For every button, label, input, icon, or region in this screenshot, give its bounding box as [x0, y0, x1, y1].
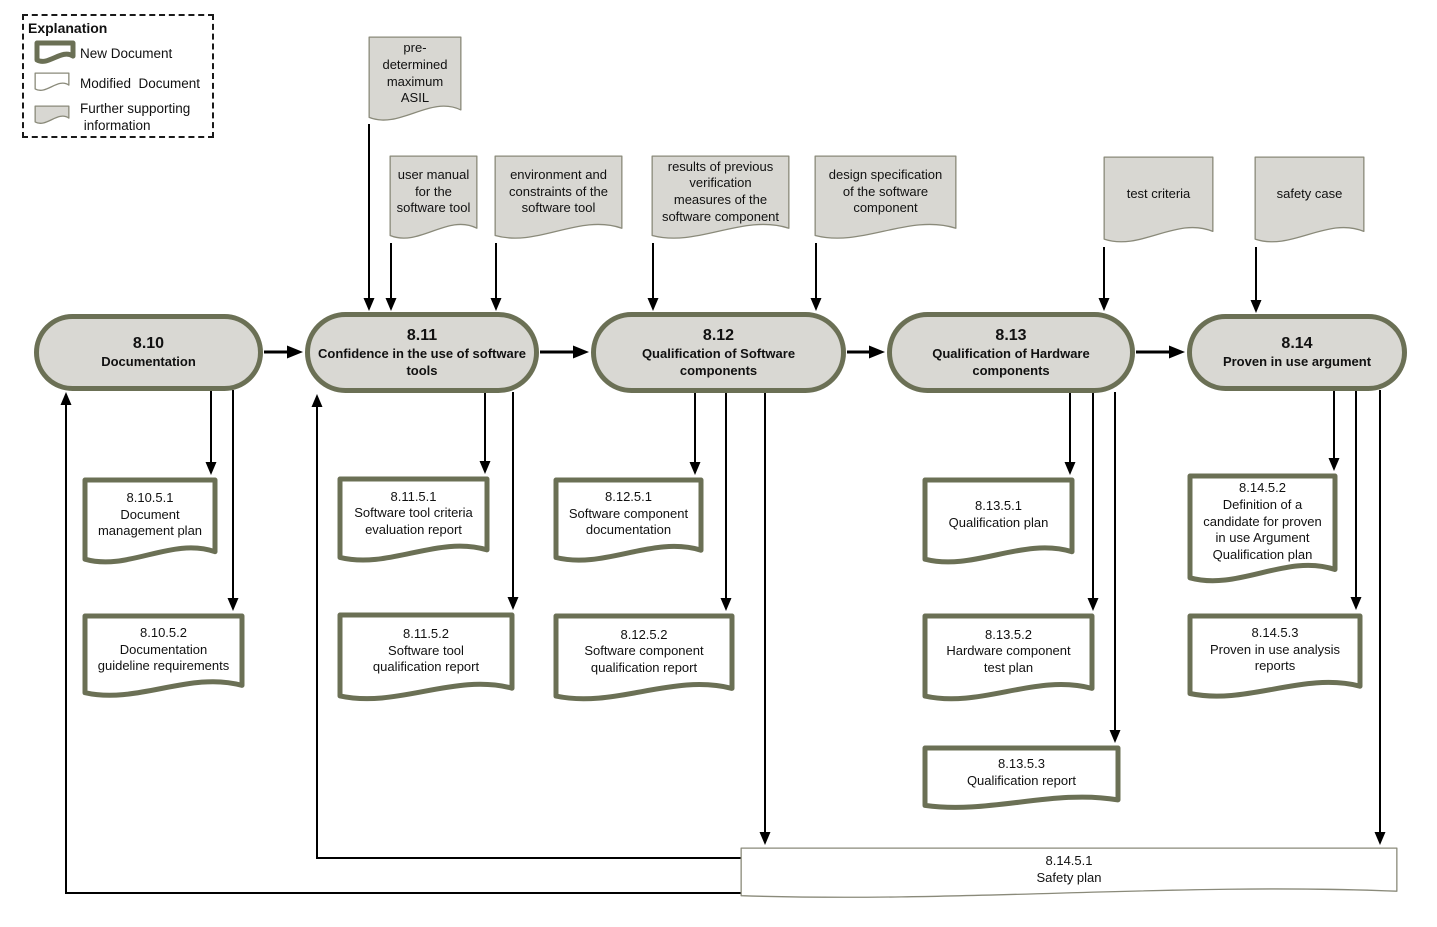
supporting-doc-test-criteria: test criteria [1103, 156, 1214, 255]
supporting-doc-design-specification-of-the-software-component: design specification of the software com… [814, 155, 957, 251]
process-number: 8.10 [132, 335, 165, 353]
supporting-doc-safety-case: safety case [1254, 156, 1365, 255]
process-title: Proven in use argument [1222, 354, 1372, 370]
process-title: Qualification of Software components [641, 345, 796, 378]
process-number: 8.12 [702, 326, 735, 344]
arrowhead-8-10-to-8-11 [287, 345, 303, 359]
supporting-doc-pre-determined-maximum-asil: pre- determined maximum ASIL [368, 36, 462, 133]
arrowhead-user-manual-to-8-11 [385, 298, 397, 311]
legend-item-label: Modified Document [80, 76, 201, 92]
legend-title: Explanation [28, 20, 108, 36]
arrowhead-test-criteria-to-8-13 [1098, 298, 1110, 311]
arrowhead-8-11-to-8-11-5-2 [507, 597, 519, 610]
arrowhead-8-13-to-8-14 [1169, 345, 1185, 359]
modified-document-icon [34, 72, 80, 97]
arrowhead-8-14-to-8-14-5-2 [1328, 458, 1340, 471]
supporting-doc-user-manual-for-the-software-tool: user manual for the software tool [389, 155, 478, 251]
arrowhead-8-12-to-safety-plan [759, 832, 771, 845]
arrowhead-8-13-to-8-13-5-1 [1064, 462, 1076, 475]
arrowhead-8-14-to-safety-plan [1374, 832, 1386, 845]
arrowhead-8-14-to-8-14-5-3 [1350, 597, 1362, 610]
arrowhead-8-10-to-8-10-5-2 [227, 598, 239, 611]
arrowhead-safety-plan-to-8-11 [311, 394, 323, 407]
new-document-icon [34, 40, 80, 68]
arrowhead-safety-plan-to-8-10 [60, 392, 72, 405]
supporting-doc-environment-and-constraints-of-the-software-tool: environment and constraints of the softw… [494, 155, 623, 251]
legend-item-label: Further supporting information [80, 101, 191, 133]
arrowhead-asil-to-8-11 [363, 298, 375, 311]
legend-item-label: New Document [80, 45, 173, 61]
legend-item-modified: Modified Document [34, 72, 212, 97]
connector-safety-plan-to-8-11 [316, 407, 742, 859]
process-title: Confidence in the use of software tools [317, 345, 527, 378]
process-number: 8.13 [995, 326, 1027, 344]
arrowhead-results-to-8-12 [647, 298, 659, 311]
arrowhead-8-11-to-8-11-5-1 [479, 461, 491, 474]
arrowhead-8-10-to-8-10-5-1 [205, 462, 217, 475]
arrowhead-8-13-to-8-13-5-2 [1087, 598, 1099, 611]
arrowhead-design-spec-to-8-12 [810, 298, 822, 311]
legend-item-support: Further supporting information [34, 101, 212, 135]
process-title: Qualification of Hardware components [932, 345, 1090, 378]
arrowhead-8-12-to-8-13 [869, 345, 885, 359]
arrowhead-8-12-to-8-12-5-1 [689, 462, 701, 475]
further-supporting-information-icon [34, 105, 80, 130]
supporting-doc-results-of-previous-verification-measures: results of previous verification measure… [651, 155, 790, 251]
process-number: 8.11 [406, 326, 438, 344]
arrowhead-8-11-to-8-12 [573, 345, 589, 359]
process-title: Documentation [101, 354, 196, 370]
arrowhead-environment-to-8-11 [490, 298, 502, 311]
process-number: 8.14 [1281, 335, 1313, 353]
legend-item-new: New Document [34, 40, 212, 68]
arrowhead-8-12-to-8-12-5-2 [720, 598, 732, 611]
arrowhead-8-13-to-8-13-5-3 [1109, 730, 1121, 743]
connector-safety-plan-to-8-10 [65, 405, 742, 894]
arrowhead-safety-case-to-8-14 [1250, 300, 1262, 313]
